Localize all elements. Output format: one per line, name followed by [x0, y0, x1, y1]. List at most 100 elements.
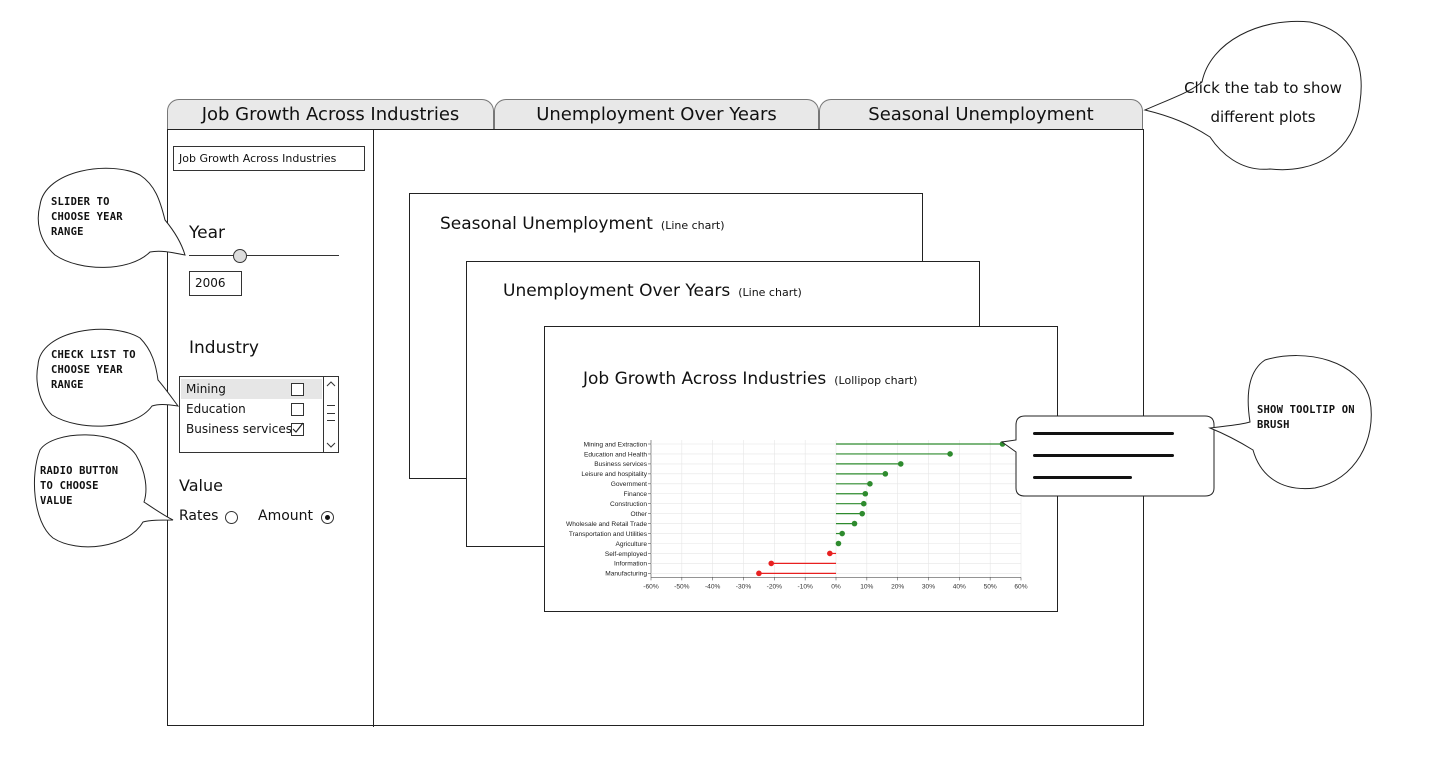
x-tick-label: -20% [767, 583, 783, 590]
industry-item-education[interactable]: Education [181, 399, 322, 419]
industry-label: Industry [189, 338, 259, 358]
x-tick-label: 0% [831, 583, 841, 590]
x-tick-label: -30% [736, 583, 752, 590]
lollipop-point [862, 490, 869, 497]
year-slider[interactable] [189, 248, 339, 264]
industry-checkbox-business-services[interactable] [291, 422, 304, 436]
y-tick-label: Education and Health [584, 451, 647, 458]
card-title: Seasonal Unemployment (Line chart) [440, 214, 725, 234]
radio-button-amount[interactable] [321, 511, 334, 524]
y-tick-label: Mining and Extraction [584, 441, 648, 448]
y-tick-label: Finance [624, 491, 648, 498]
x-tick-label: -50% [674, 583, 690, 590]
callout-tabs-text: Click the tab to show different plots [1184, 79, 1342, 126]
lollipop-point [867, 481, 873, 487]
industry-checkbox-mining[interactable] [291, 383, 304, 396]
lollipop-point [756, 570, 762, 577]
year-label: Year [189, 223, 225, 243]
lollipop-point [897, 461, 904, 467]
lollipop-point [839, 530, 845, 537]
job-growth-card-subtitle: (Lollipop chart) [834, 374, 918, 387]
tab-seasonal-unemployment[interactable]: Seasonal Unemployment [819, 99, 1143, 129]
tooltip-line [1033, 454, 1174, 457]
radio-button-rates[interactable] [225, 511, 238, 524]
industry-item-mining[interactable]: Mining [181, 379, 322, 399]
y-tick-label: Manufacturing [605, 571, 647, 578]
seasonal-card-subtitle: (Line chart) [660, 219, 725, 232]
tab-unemployment-over-years[interactable]: Unemployment Over Years [494, 99, 819, 129]
radio-selected-dot [325, 515, 330, 520]
tab-seasonal-label: Seasonal Unemployment [868, 104, 1094, 125]
radio-option-rates[interactable]: Rates [179, 508, 238, 526]
lollipop-point [827, 550, 833, 557]
radio-option-amount[interactable]: Amount [258, 508, 334, 526]
scrollbar-grip[interactable] [327, 405, 335, 421]
x-tick-label: 10% [860, 583, 873, 590]
callout-tabs-bubble [1143, 20, 1362, 171]
job-growth-card-title: Job Growth Across Industries [583, 369, 827, 389]
y-tick-label: Information [614, 561, 647, 568]
chevron-up-icon[interactable] [324, 379, 338, 389]
card-title: Job Growth Across Industries (Lollipop ch… [583, 369, 917, 389]
y-tick-label: Construction [610, 501, 647, 508]
scrollbar-grip-line [327, 413, 335, 414]
y-tick-label: Transportation and Utilities [569, 531, 648, 538]
x-tick-label: 20% [891, 583, 904, 590]
chevron-down-icon[interactable] [324, 440, 338, 450]
x-tick-label: 60% [1014, 583, 1027, 590]
industry-item-business-services[interactable]: Business services [181, 419, 322, 439]
tab-job-growth-label: Job Growth Across Industries [201, 104, 460, 125]
callout-slider-bubble [37, 167, 186, 268]
x-tick-label: -60% [643, 583, 659, 590]
check-icon [292, 422, 304, 433]
y-tick-label: Other [631, 511, 648, 518]
callout-radio-text: RADIO BUTTON TO CHOOSE VALUE [40, 465, 119, 507]
callout-slider-text: SLIDER TO CHOOSE YEAR RANGE [51, 196, 123, 238]
lollipop-point [859, 510, 866, 517]
industry-checkbox-education[interactable] [291, 403, 304, 416]
callout-tooltip-text: SHOW TOOLTIP ON BRUSH [1257, 404, 1355, 431]
callout-checklist-bubble [36, 328, 180, 427]
radio-label-rates: Rates [179, 508, 219, 524]
checklist-scrollbar[interactable] [323, 377, 338, 452]
callout-checklist-text: CHECK LIST TO CHOOSE YEAR RANGE [51, 349, 136, 391]
x-tick-label: 50% [984, 583, 997, 590]
card-title: Unemployment Over Years (Line chart) [503, 281, 802, 301]
y-tick-label: Government [611, 481, 647, 488]
lollipop-point [860, 500, 867, 507]
lollipop-chart[interactable]: -60%-50%-40%-30%-20%-10%0%10%20%30%40%50… [545, 327, 1057, 611]
y-tick-label: Business services [594, 461, 647, 468]
plot-dropdown[interactable]: Job Growth Across Industries [173, 146, 365, 171]
y-tick-label: Agriculture [615, 541, 647, 548]
tab-job-growth[interactable]: Job Growth Across Industries [167, 99, 494, 129]
over-years-card-title: Unemployment Over Years [503, 281, 731, 301]
radio-label-amount: Amount [258, 508, 314, 524]
over-years-card-subtitle: (Line chart) [738, 286, 802, 299]
year-slider-thumb[interactable] [233, 249, 247, 263]
industry-checklist[interactable]: Mining Education Business services [179, 376, 339, 453]
x-tick-label: -10% [797, 583, 813, 590]
year-slider-track [189, 255, 339, 256]
y-tick-label: Leisure and hospitality [581, 471, 647, 478]
seasonal-card-title: Seasonal Unemployment [440, 214, 653, 234]
industry-item-label: Mining [186, 382, 226, 396]
y-tick-label: Self-employed [605, 551, 647, 558]
year-input[interactable]: 2006 [189, 271, 242, 296]
x-tick-label: 40% [953, 583, 966, 590]
lollipop-point [835, 540, 842, 547]
value-label: Value [179, 476, 223, 495]
industry-item-label: Education [186, 402, 246, 416]
job-growth-chart-card[interactable]: Job Growth Across Industries (Lollipop ch… [544, 326, 1058, 612]
callout-radio-bubble [33, 434, 174, 548]
y-tick-label: Wholesale and Retail Trade [566, 521, 647, 528]
lollipop-point [947, 451, 953, 457]
tooltip-line [1033, 476, 1132, 479]
lollipop-point [768, 560, 775, 567]
lollipop-point [882, 471, 889, 477]
industry-item-label: Business services [186, 422, 292, 436]
tab-unemployment-label: Unemployment Over Years [536, 104, 777, 125]
lollipop-point [851, 520, 858, 527]
x-tick-label: 30% [922, 583, 935, 590]
sidebar-divider [373, 129, 374, 727]
callout-tooltip-bubble [1208, 355, 1372, 490]
